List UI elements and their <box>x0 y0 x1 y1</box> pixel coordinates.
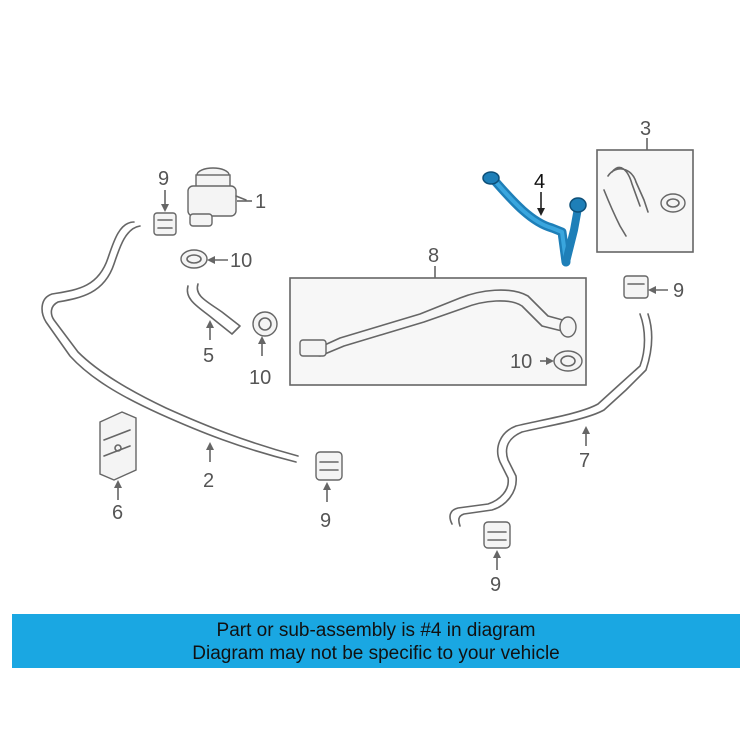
part-5-hose <box>186 283 241 335</box>
callout-10a: 10 <box>230 250 252 272</box>
part-3-hose <box>603 166 649 237</box>
part-2-long-hose <box>41 221 297 463</box>
callout-3: 3 <box>640 118 651 140</box>
callout-5: 5 <box>203 345 214 367</box>
part-10-clamp-c <box>553 350 583 372</box>
banner-line-2: Diagram may not be specific to your vehi… <box>192 643 560 664</box>
callout-9a: 9 <box>158 168 169 190</box>
part-9-clip-b <box>315 451 343 481</box>
callout-10c: 10 <box>510 351 532 373</box>
part-9-clip-a <box>153 212 177 236</box>
callout-9b: 9 <box>320 510 331 532</box>
part-10-clamp-b <box>252 311 278 337</box>
callout-6: 6 <box>112 502 123 524</box>
part-9-clip-d <box>483 521 511 549</box>
part-8-box <box>289 277 587 386</box>
part-9-clip-c <box>623 275 649 299</box>
callout-9c: 9 <box>673 280 684 302</box>
info-banner: Part or sub-assembly is #4 in diagram Di… <box>12 614 740 668</box>
banner-line-1: Part or sub-assembly is #4 in diagram <box>216 620 536 641</box>
callout-2: 2 <box>203 470 214 492</box>
callout-1: 1 <box>255 191 266 213</box>
callout-10b: 10 <box>249 367 271 389</box>
part-1-water-pump <box>187 167 247 227</box>
part-7-line <box>449 313 646 525</box>
callout-8: 8 <box>428 245 439 267</box>
callout-9d: 9 <box>490 574 501 596</box>
part-4-hose-highlighted <box>482 171 587 267</box>
part-6-bracket <box>99 411 137 481</box>
parts-diagram: 1 9 10 5 10 2 6 9 <box>41 118 694 596</box>
part-3-clamp <box>660 193 686 213</box>
callout-4: 4 <box>534 171 545 193</box>
callout-7: 7 <box>579 450 590 472</box>
part-10-clamp-a <box>180 249 208 269</box>
part-8-hose <box>301 289 571 357</box>
